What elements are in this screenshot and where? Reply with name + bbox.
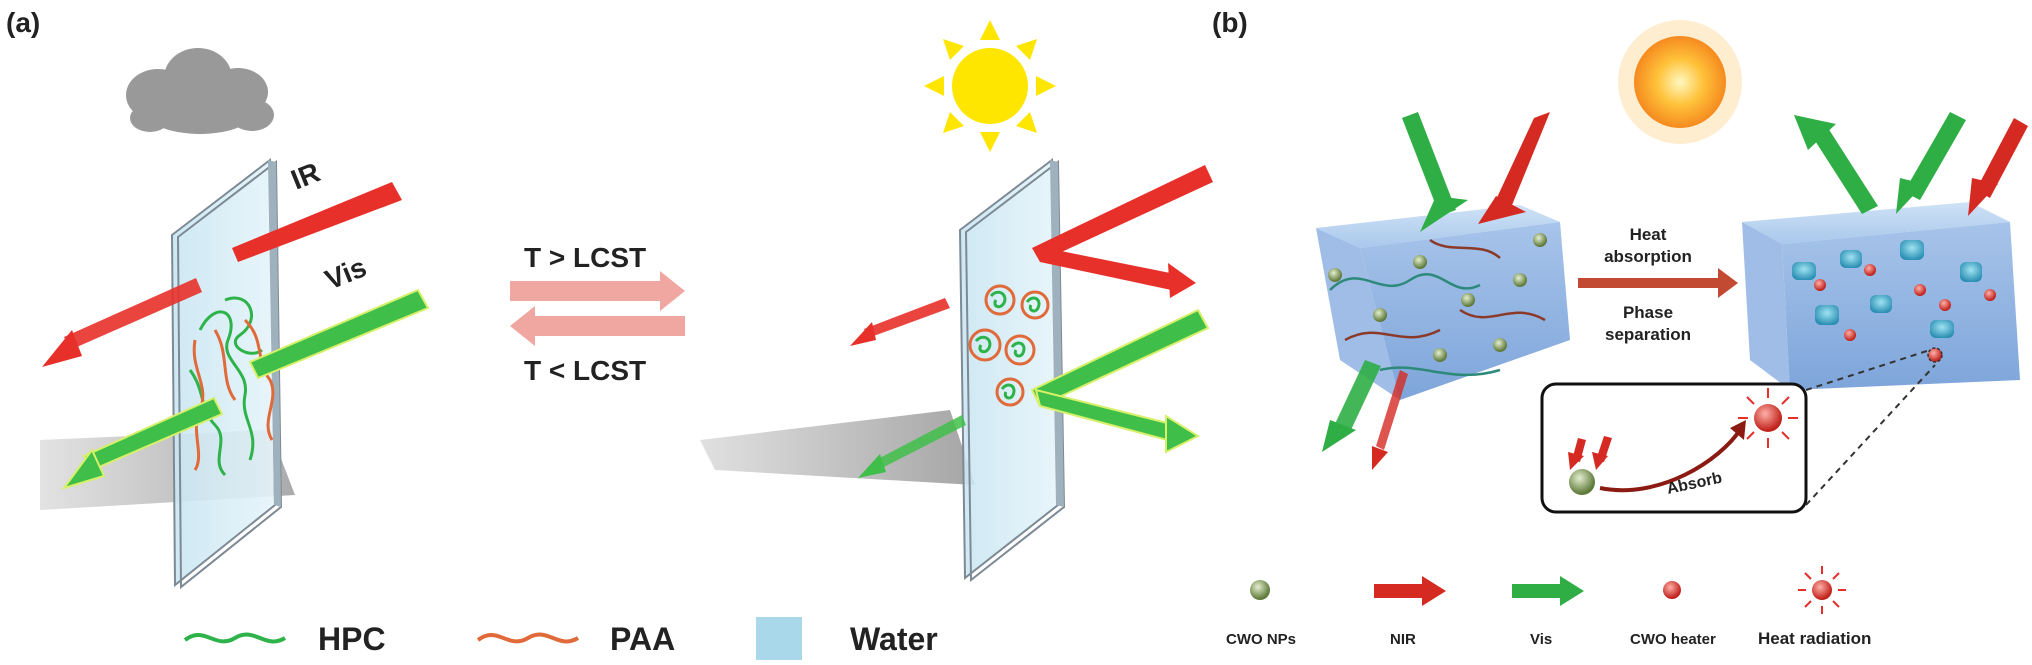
process-arrow <box>1578 268 1738 298</box>
forward-arrow <box>510 271 685 311</box>
vis-arrow-b-out <box>1322 360 1381 452</box>
sun-icon <box>924 20 1056 152</box>
process-text-2: absorption <box>1604 247 1692 266</box>
block-chains-left <box>1329 238 1546 377</box>
cloud-icon <box>126 48 274 134</box>
legend-water-swatch <box>756 617 802 661</box>
process-text-4: separation <box>1605 325 1691 344</box>
legend-heat-radiation-swatch <box>1798 566 1846 614</box>
legend-nir-swatch <box>1374 576 1446 606</box>
nir-arrow-b-in-left <box>1478 112 1550 224</box>
vis-arrow-right <box>858 308 1210 478</box>
legend-vis-swatch <box>1512 576 1584 606</box>
legend-paa-swatch <box>476 632 580 644</box>
inset-box <box>1540 349 1936 514</box>
hydrogel-block-left <box>1316 205 1570 400</box>
block-nps-left <box>1328 233 1547 362</box>
legend-vis-label: Vis <box>1530 631 1552 648</box>
legend-hpc-label: HPC <box>318 621 386 657</box>
reverse-arrow <box>510 306 685 346</box>
legend-paa-label: PAA <box>610 621 675 657</box>
sun-icon-b <box>1618 20 1742 144</box>
vis-arrow-b-in-right <box>1896 112 1966 214</box>
legend-nir-label: NIR <box>1390 631 1416 648</box>
panel-b-label: (b) <box>1212 7 1248 38</box>
legend-water-label: Water <box>850 621 938 657</box>
nir-arrow-b-in-right <box>1968 118 2028 216</box>
legend-a: HPC PAA Water <box>183 617 938 661</box>
legend-cwo-nps-label: CWO NPs <box>1226 631 1296 648</box>
process-text-3: Phase <box>1623 303 1673 322</box>
legend-hpc-swatch <box>183 632 287 644</box>
vis-arrow-b-reflected <box>1794 115 1878 214</box>
process-text-1: Heat <box>1630 225 1667 244</box>
reverse-condition: T < LCST <box>524 355 646 386</box>
legend-heat-radiation-label: Heat radiation <box>1758 629 1871 648</box>
window-shadow-right <box>700 410 975 485</box>
legend-cwo-heater-label: CWO heater <box>1630 631 1716 648</box>
legend-cwo-nps-swatch <box>1250 580 1270 600</box>
panel-a-label: (a) <box>6 7 40 38</box>
ir-arrow-left <box>42 182 402 367</box>
window-right <box>958 158 1066 583</box>
ir-label: IR <box>287 156 325 195</box>
vis-label: Vis <box>321 251 371 295</box>
polymer-coils-right <box>968 284 1050 407</box>
forward-condition: T > LCST <box>524 242 646 273</box>
vis-arrow-b-in-left <box>1402 112 1468 232</box>
legend-cwo-heater-swatch <box>1663 581 1681 599</box>
block-domains-right <box>1792 240 1996 363</box>
legend-b: CWO NPs NIR Vis CWO heater Heat radiatio… <box>1226 566 1871 648</box>
vis-arrow-left <box>61 288 430 490</box>
ir-arrow-right <box>850 165 1213 346</box>
nir-arrow-b-out <box>1372 370 1408 470</box>
